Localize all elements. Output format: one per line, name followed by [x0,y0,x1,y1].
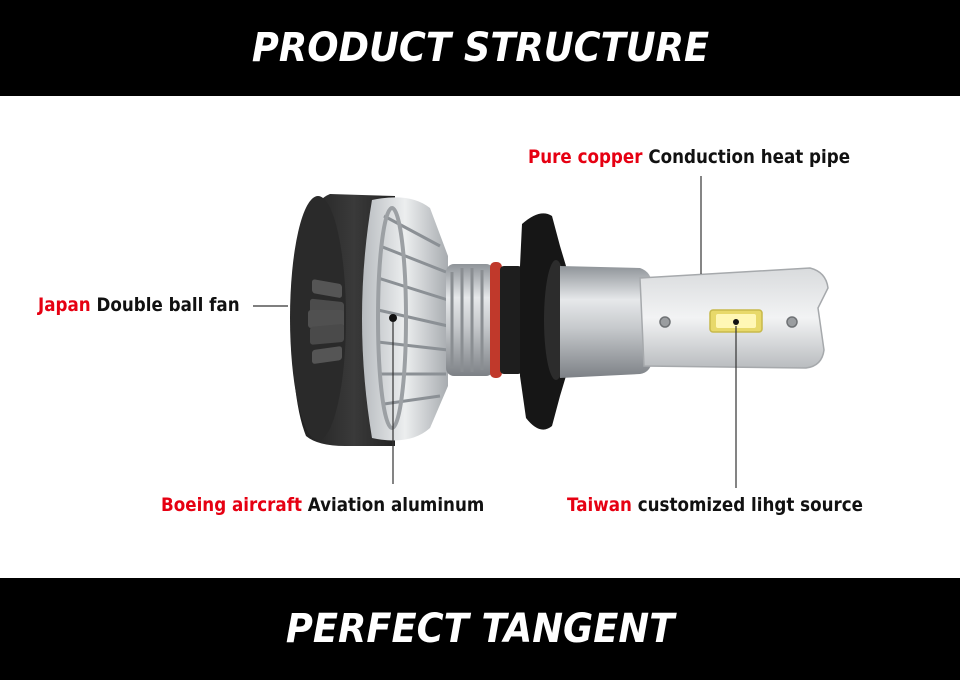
header-banner: PRODUCT STRUCTURE [0,0,960,96]
callout-body-text: Aviation aluminum [307,494,485,516]
callout-light-source: Taiwan customized lihgt source [567,494,863,516]
callout-heat-pipe-highlight: Pure copper [528,146,643,168]
callout-fan-text: Double ball fan [96,294,240,316]
callout-heat-pipe: Pure copper Conduction heat pipe [528,146,850,168]
led-bulb-illustration [253,176,829,488]
callout-light-text: customized lihgt source [637,494,863,516]
silver-body [560,266,652,378]
callout-fan-highlight: Japan [38,294,91,316]
aluminum-fins [362,197,449,441]
heat-pipe-plate [639,267,829,369]
leader-lines [253,176,737,488]
footer-banner: PERFECT TANGENT [0,578,960,680]
callout-fan: Japan Double ball fan [38,294,240,316]
page-title: PRODUCT STRUCTURE [251,25,709,71]
callout-heat-pipe-text: Conduction heat pipe [648,146,851,168]
product-diagram: Pure copper Conduction heat pipe Japan D… [0,96,960,578]
callout-body: Boeing aircraft Aviation aluminum [161,494,484,516]
fan-marker-dot [389,314,397,322]
callout-light-highlight: Taiwan [567,494,632,516]
callout-body-highlight: Boeing aircraft [161,494,302,516]
footer-title: PERFECT TANGENT [285,606,675,652]
threaded-neck [446,262,522,378]
